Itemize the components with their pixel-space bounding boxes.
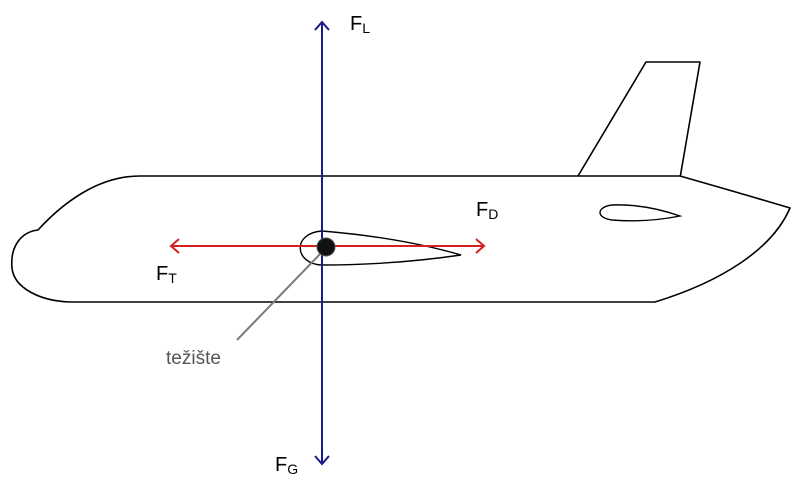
- cg-leader-line: [236, 251, 323, 341]
- drag-arrowhead: [475, 238, 486, 254]
- fuselage: [11, 175, 791, 303]
- weight-arrowhead: [314, 455, 330, 466]
- center-of-gravity-label: težište: [166, 348, 221, 369]
- weight-label: FG: [275, 454, 298, 477]
- center-of-gravity-dot: [316, 237, 336, 257]
- wing-airfoil: [299, 230, 462, 266]
- drag-label: FD: [476, 199, 498, 222]
- thrust-arrowhead: [169, 238, 180, 254]
- lift-arrowhead: [314, 20, 330, 31]
- thrust-label: FT: [156, 263, 177, 286]
- lift-label: FL: [350, 13, 370, 36]
- fuselage-window: [599, 204, 683, 222]
- tail-fin: [577, 61, 701, 179]
